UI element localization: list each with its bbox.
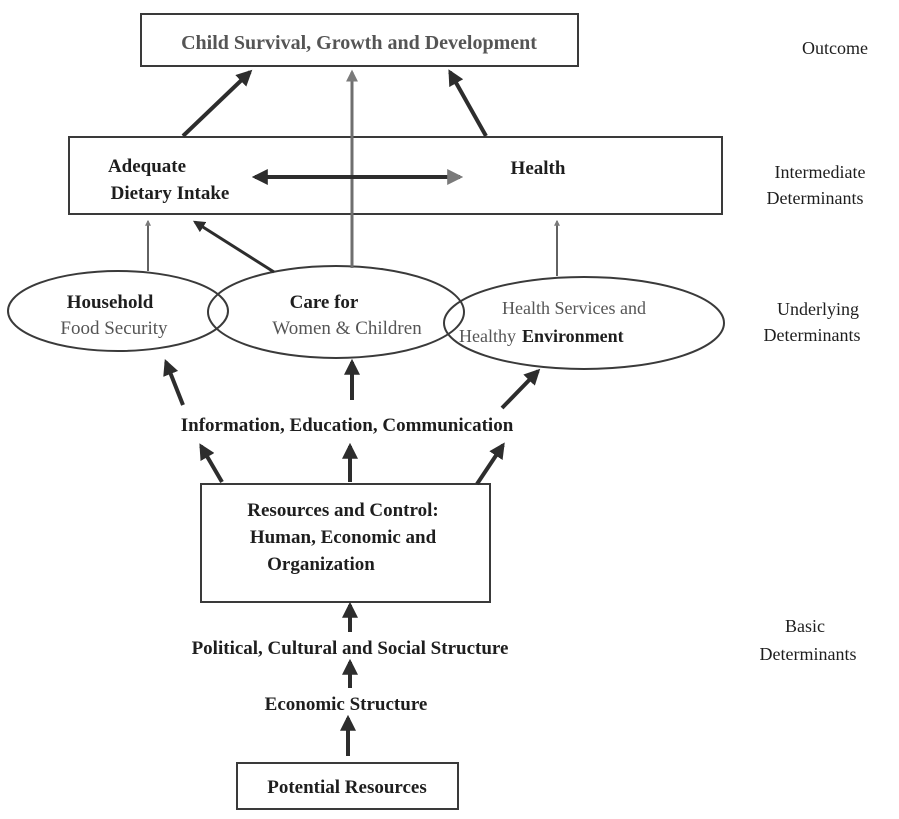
side-label-underlying-2: Determinants <box>764 325 861 345</box>
side-label-intermediate-2: Determinants <box>767 188 864 208</box>
arrow-iec-to-household <box>163 359 185 406</box>
arrow-intake-to-outcome <box>181 69 253 138</box>
outcome-box <box>140 13 579 67</box>
health-services-line2a: Healthy <box>459 326 516 346</box>
care-ellipse <box>207 265 465 359</box>
resources-line3: Organization <box>267 554 375 575</box>
arrow-iec-to-services <box>500 368 541 410</box>
resources-line2: Human, Economic and <box>250 527 437 548</box>
care-line2: Women & Children <box>272 318 422 339</box>
outcome-box-label: Child Survival, Growth and Development <box>181 32 537 54</box>
side-label-basic-1: Basic <box>785 616 825 636</box>
health-services-line1: Health Services and <box>502 298 646 318</box>
health-label: Health <box>511 158 566 179</box>
potential-resources-box <box>236 762 459 810</box>
arrow-resources-to-iec-left <box>199 443 224 484</box>
economic-label: Economic Structure <box>265 694 428 715</box>
side-label-underlying-1: Underlying <box>777 299 859 319</box>
care-line1: Care for <box>290 292 359 313</box>
resources-box <box>200 483 491 603</box>
resources-line1: Resources and Control: <box>247 500 438 521</box>
arrow-care-to-intake <box>192 220 275 274</box>
side-label-outcome: Outcome <box>802 38 868 58</box>
adequate-dietary-intake-line2: Dietary Intake <box>111 183 230 204</box>
health-services-line2b: Environment <box>522 326 624 346</box>
health-services-ellipse <box>443 276 725 370</box>
iec-label: Information, Education, Communication <box>181 415 514 436</box>
household-food-security-ellipse <box>7 270 229 352</box>
potential-resources-label: Potential Resources <box>267 777 427 798</box>
arrow-health-to-outcome <box>448 69 488 137</box>
political-label: Political, Cultural and Social Structure <box>192 638 509 659</box>
arrow-resources-to-iec-right <box>475 442 505 486</box>
household-line1: Household <box>67 292 154 313</box>
side-label-basic-2: Determinants <box>760 644 857 664</box>
adequate-dietary-intake-line1: Adequate <box>108 156 186 177</box>
side-label-intermediate-1: Intermediate <box>775 162 866 182</box>
household-line2: Food Security <box>60 318 168 339</box>
